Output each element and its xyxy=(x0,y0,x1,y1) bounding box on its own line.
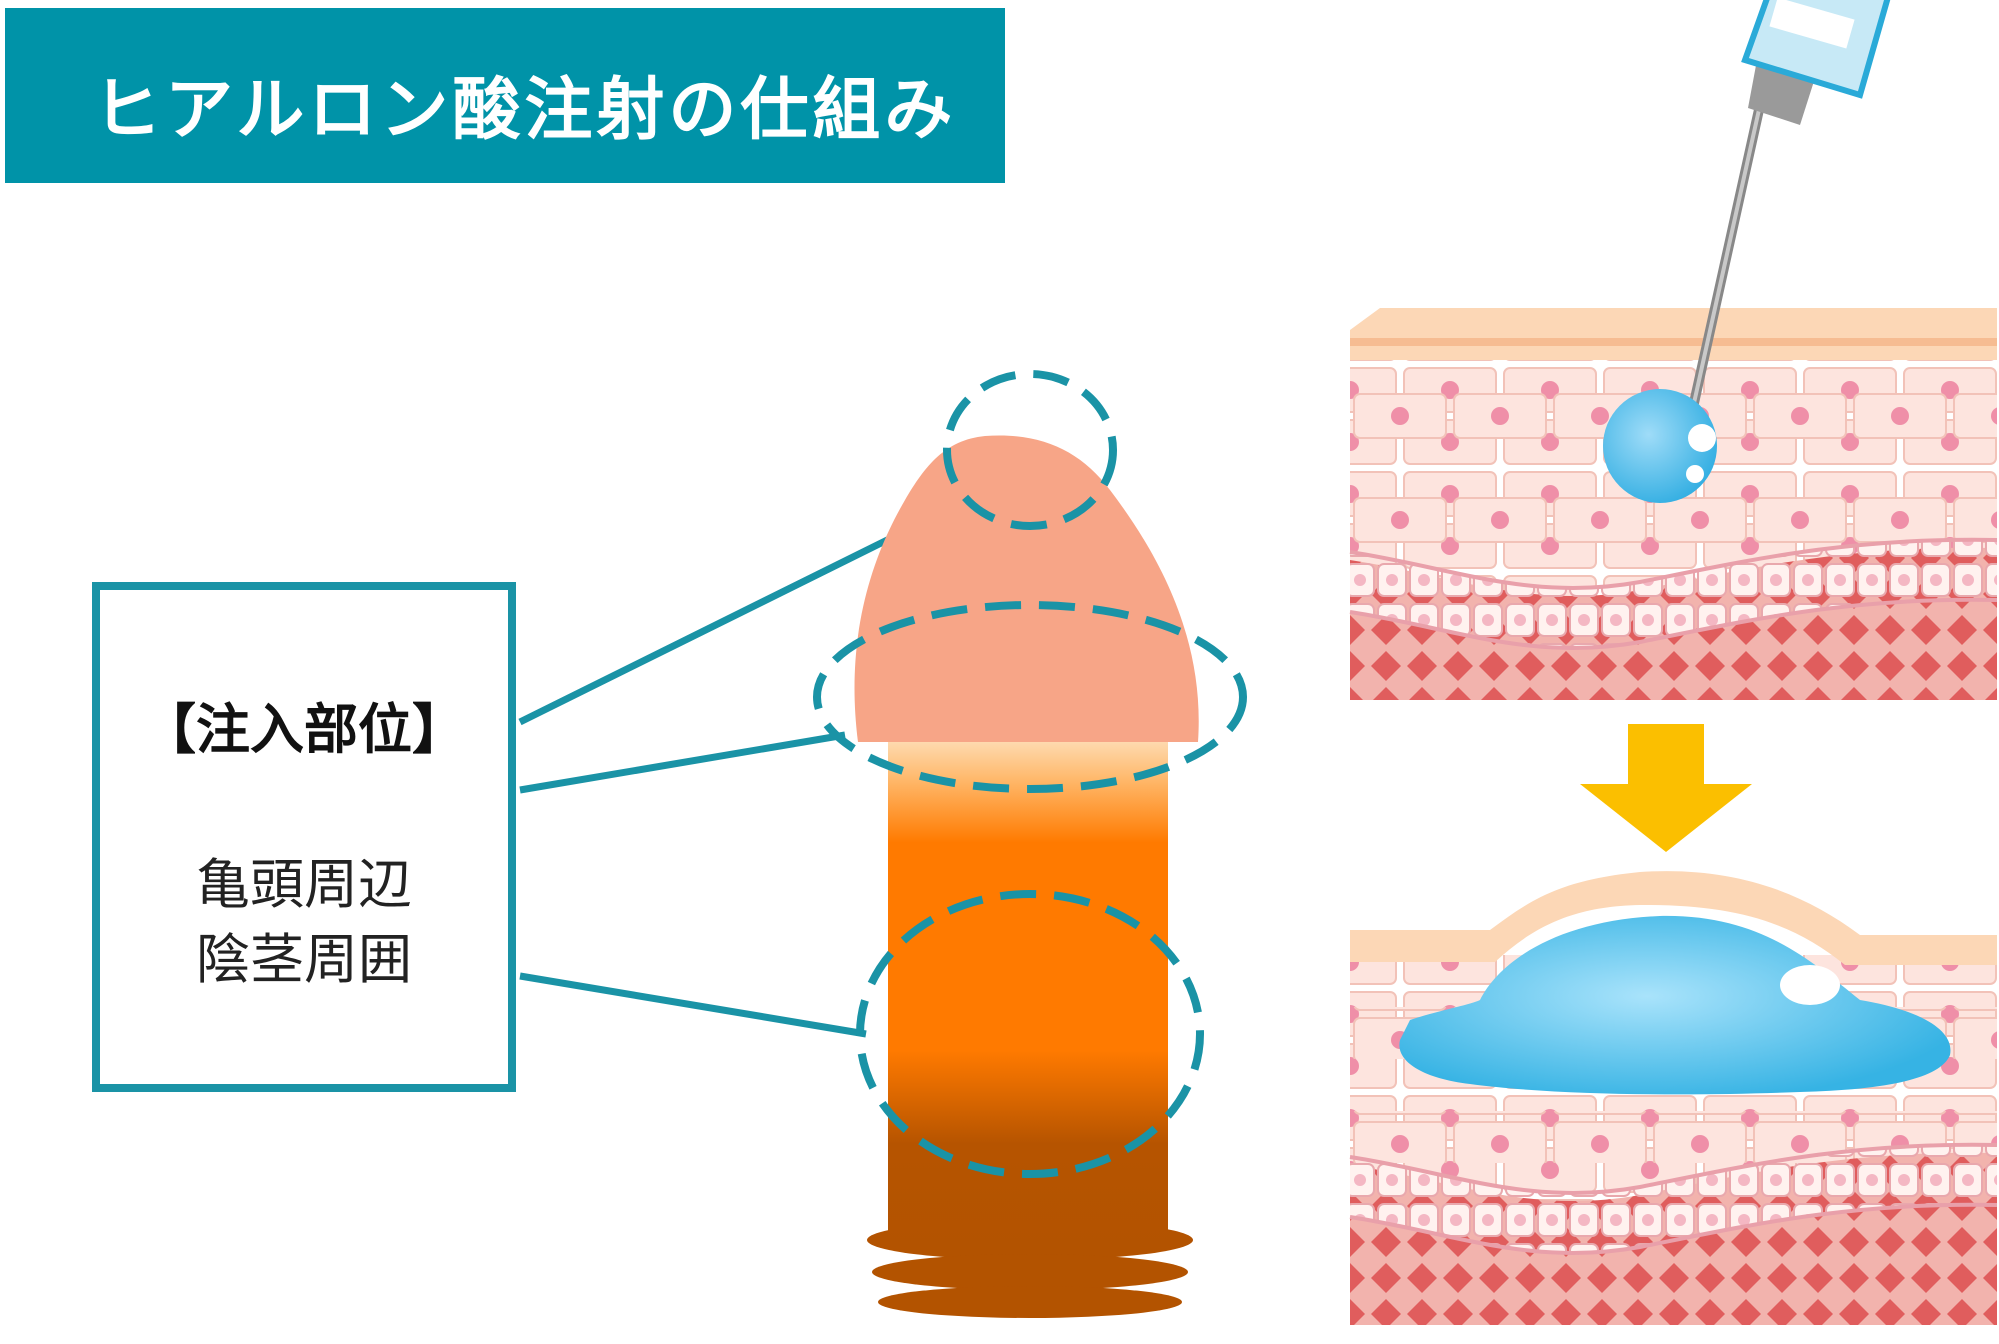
site-glans: 亀頭周辺 xyxy=(196,853,412,916)
injection-site-label-box: 【注入部位】 亀頭周辺 陰茎周囲 xyxy=(92,582,516,1092)
anatomy-figure xyxy=(854,435,1199,1318)
skin-section-after xyxy=(1349,871,1998,1325)
syringe-icon xyxy=(1687,0,1891,417)
skin-section-before xyxy=(1349,308,1998,700)
page-title: ヒアルロン酸注射の仕組み xyxy=(93,71,957,150)
label-heading: 【注入部位】 xyxy=(142,698,466,761)
site-shaft: 陰茎周囲 xyxy=(196,928,412,991)
zone-glans-rim xyxy=(813,601,1247,793)
zone-glans-tip xyxy=(943,370,1117,530)
title-banner: ヒアルロン酸注射の仕組み xyxy=(5,8,1005,183)
down-arrow-icon xyxy=(1580,724,1752,852)
filler-droplet xyxy=(1603,389,1717,503)
injection-zones xyxy=(813,370,1247,1178)
zone-shaft xyxy=(856,890,1204,1178)
